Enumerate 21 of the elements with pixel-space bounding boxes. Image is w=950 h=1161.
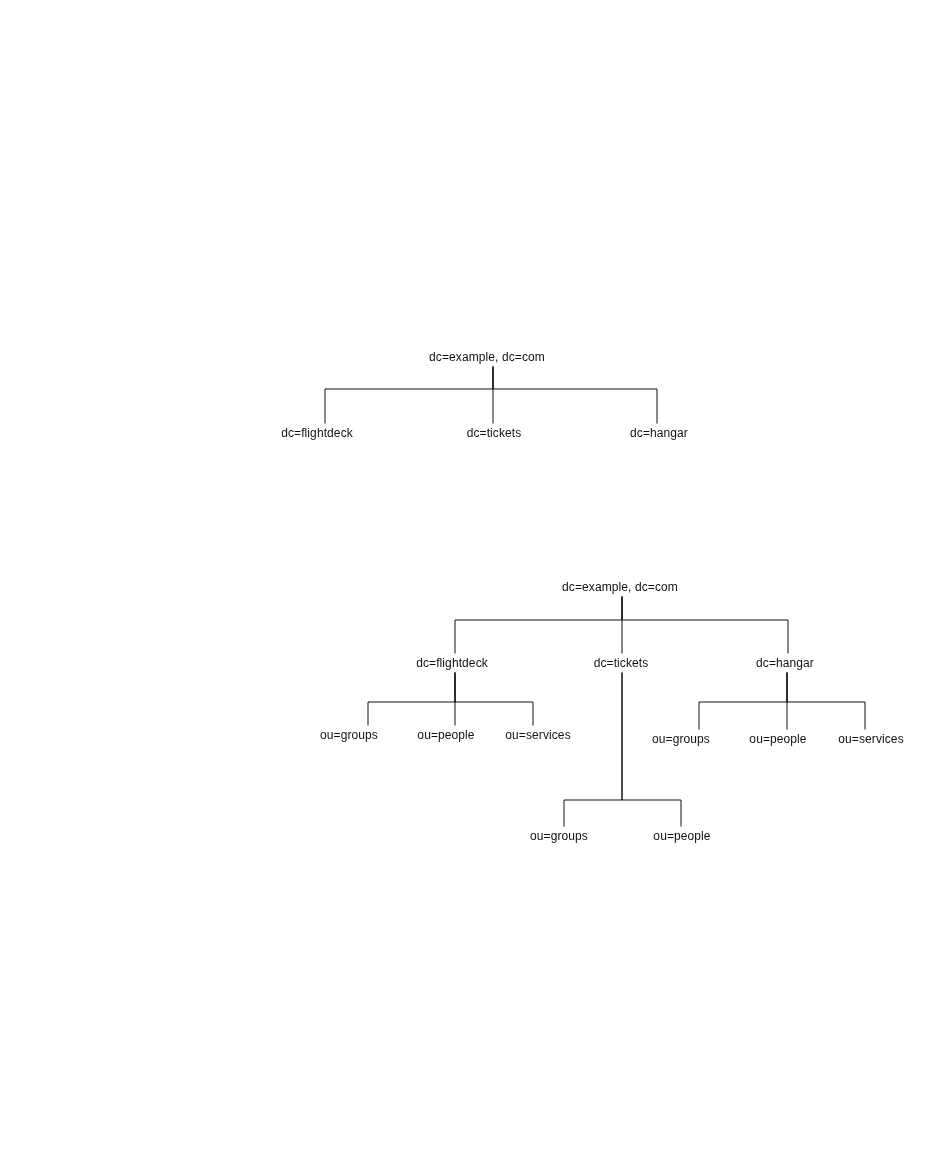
tree-connector-line [454,672,534,726]
directory-entry-label: dc=tickets [592,653,650,673]
directory-entry-label: dc=example, dc=com [561,577,679,597]
directory-entry-label: ou=people [748,729,808,749]
directory-entry-label: dc=hangar [755,653,815,673]
tree-connector-line [621,672,682,827]
directory-entry-label: ou=services [504,725,572,745]
directory-entry-label: dc=hangar [629,423,689,443]
tree-connector-line [621,596,789,654]
directory-entry-label: ou=people [416,725,476,745]
directory-entry-label: dc=flightdeck [280,423,354,443]
directory-entry-label: ou=services [837,729,905,749]
directory-entry-label: ou=groups [651,729,711,749]
tree-connector-line [786,672,866,730]
tree-connector-line [492,366,658,424]
directory-entry-label: dc=example, dc=com [428,347,546,367]
directory-entry-label: dc=tickets [465,423,523,443]
directory-entry-label: ou=people [652,826,712,846]
directory-entry-label: dc=flightdeck [415,653,489,673]
directory-entry-label: ou=groups [319,725,379,745]
directory-entry-label: ou=groups [529,826,589,846]
